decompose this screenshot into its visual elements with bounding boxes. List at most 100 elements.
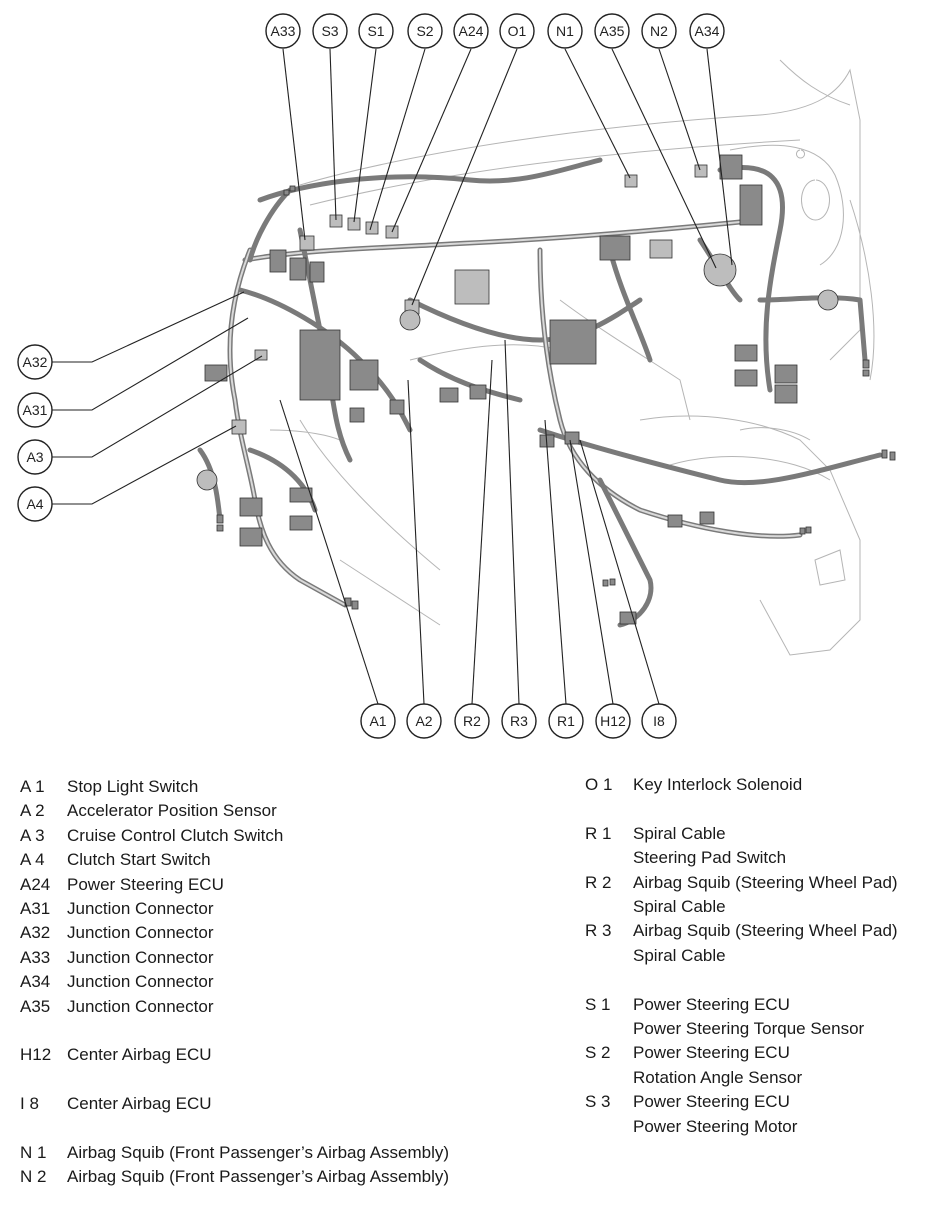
legend-code: R 1	[585, 823, 612, 843]
legend-code: N 2	[20, 1167, 47, 1187]
legend-description: Junction Connector	[67, 923, 214, 943]
legend-description: Spiral Cable	[633, 945, 726, 965]
callout-a32: A32	[17, 344, 53, 380]
legend-entry: Spiral Cable	[585, 944, 898, 968]
callout-a34: A34	[689, 13, 725, 49]
callout-label: I8	[653, 713, 665, 729]
legend-entry: N 1 Airbag Squib (Front Passenger’s Airba…	[20, 1141, 449, 1165]
callout-a24: A24	[453, 13, 489, 49]
callout-s2: S2	[407, 13, 443, 49]
legend-code: S 2	[585, 1043, 611, 1063]
callout-label: A35	[600, 23, 625, 39]
legend-spacer	[20, 1068, 449, 1092]
callout-label: A33	[271, 23, 296, 39]
callout-s3: S3	[312, 13, 348, 49]
harness-bundle	[197, 157, 883, 628]
callout-r2: R2	[454, 703, 490, 739]
callout-label: S1	[367, 23, 384, 39]
callout-label: A32	[23, 354, 48, 370]
legend-entry: Spiral Cable	[585, 895, 898, 919]
legend-description: Key Interlock Solenoid	[633, 775, 803, 794]
legend-spacer	[585, 797, 898, 821]
bottom-leaders	[279, 339, 660, 705]
legend-description: Junction Connector	[67, 947, 214, 967]
legend-code: I 8	[20, 1094, 39, 1114]
callout-a35: A35	[594, 13, 630, 49]
legend-code: S 3	[585, 1092, 611, 1112]
legend-code: A 4	[20, 850, 45, 870]
legend-entry: A34 Junction Connector	[20, 970, 449, 994]
legend-description: Power Steering ECU	[67, 874, 224, 894]
callout-a3: A3	[17, 439, 53, 475]
legend-description: Junction Connector	[67, 899, 214, 919]
callout-a1: A1	[360, 703, 396, 739]
legend-entry: A 4 Clutch Start Switch	[20, 848, 449, 872]
legend-entry: A35 Junction Connector	[20, 995, 449, 1019]
legend-description: Spiral Cable	[633, 823, 726, 843]
legend-right: O 1 Key Interlock Solenoid R 1 Spiral Cable…	[585, 773, 898, 1139]
legend-entry: S 2 Power Steering ECU	[585, 1041, 898, 1065]
callout-label: R3	[510, 713, 528, 729]
legend-description: Clutch Start Switch	[67, 850, 211, 870]
legend-description: Airbag Squib (Steering Wheel Pad)	[633, 921, 898, 941]
callout-label: O1	[508, 23, 527, 39]
top-leaders	[282, 48, 733, 306]
callout-a31: A31	[17, 392, 53, 428]
legend-code: A 1	[20, 777, 45, 796]
legend-entry: O 1 Key Interlock Solenoid	[585, 773, 898, 797]
legend-description: Power Steering ECU	[633, 994, 790, 1014]
legend-code	[585, 944, 633, 968]
legend-code	[585, 1066, 633, 1090]
callout-label: A31	[23, 402, 48, 418]
legend-description: Junction Connector	[67, 972, 214, 992]
legend-code: A 3	[20, 825, 45, 845]
legend-code: A35	[20, 996, 51, 1016]
callout-i8: I8	[641, 703, 677, 739]
legend-code	[585, 846, 633, 870]
callout-label: A34	[695, 23, 720, 39]
legend-entry: A33 Junction Connector	[20, 946, 449, 970]
legend-description: Airbag Squib (Front Passenger’s Airbag A…	[67, 1143, 450, 1163]
legend-description: Power Steering ECU	[633, 1043, 790, 1063]
callout-o1: O1	[499, 13, 535, 49]
legend-code	[585, 1115, 633, 1139]
legend-entry: Power Steering Torque Sensor	[585, 1017, 898, 1041]
legend-spacer	[20, 1117, 449, 1141]
legend-description: Spiral Cable	[633, 897, 726, 917]
legend-code: S 1	[585, 994, 611, 1014]
legend-entry: Steering Pad Switch	[585, 846, 898, 870]
callout-label: A3	[26, 449, 43, 465]
legend-entry: I 8 Center Airbag ECU	[20, 1092, 449, 1116]
legend-code: A33	[20, 947, 51, 967]
callout-label: A1	[369, 713, 386, 729]
legend-entry: Power Steering Motor	[585, 1115, 898, 1139]
legend-code: N 1	[20, 1143, 47, 1163]
legend-entry: S 3 Power Steering ECU	[585, 1090, 898, 1114]
callout-a2: A2	[406, 703, 442, 739]
callout-label: S3	[321, 23, 338, 39]
legend-entry: Rotation Angle Sensor	[585, 1066, 898, 1090]
callout-r3: R3	[501, 703, 537, 739]
legend-code: H12	[20, 1045, 52, 1065]
callout-a4: A4	[17, 486, 53, 522]
legend-code: A34	[20, 972, 51, 992]
legend-description: Center Airbag ECU	[67, 1094, 212, 1114]
legend-code: O 1	[585, 775, 613, 794]
legend-description: Accelerator Position Sensor	[67, 801, 277, 821]
callout-label: A4	[26, 496, 43, 512]
callout-label: R1	[557, 713, 575, 729]
legend-description: Airbag Squib (Front Passenger’s Airbag A…	[67, 1167, 450, 1187]
legend-description: Junction Connector	[67, 996, 214, 1016]
legend-description: Power Steering ECU	[633, 1092, 790, 1112]
legend-entry: N 2 Airbag Squib (Front Passenger’s Airba…	[20, 1165, 449, 1189]
callout-label: A24	[459, 23, 484, 39]
left-leaders	[52, 291, 263, 505]
legend-description: Airbag Squib (Steering Wheel Pad)	[633, 872, 898, 892]
